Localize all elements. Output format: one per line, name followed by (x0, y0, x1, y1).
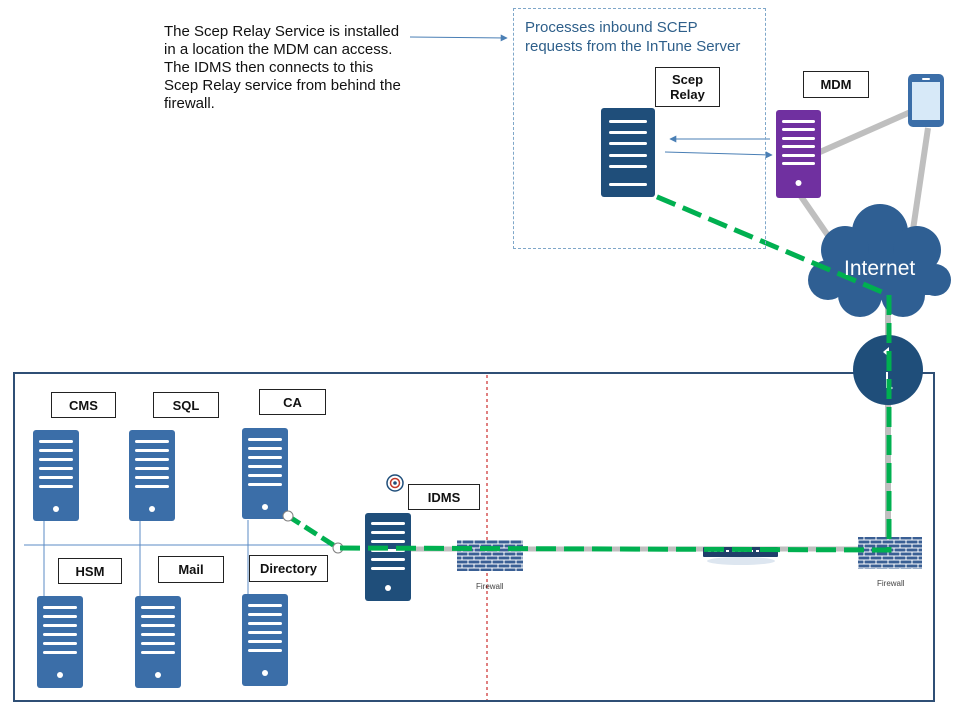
mail-server-icon (135, 596, 181, 688)
scep-relay-label-line-2: Relay (670, 87, 705, 102)
cms-server-icon (33, 430, 79, 521)
firewall-left-icon (457, 540, 523, 571)
ca-server-icon (242, 428, 288, 519)
scep-relay-label-line-1: Scep (671, 72, 704, 87)
sql-label: SQL (153, 392, 219, 418)
hsm-server-icon (37, 596, 83, 688)
hsm-label: HSM (58, 558, 122, 584)
ca-to-idms-link (282, 510, 344, 554)
firewall-left-label: Firewall (476, 582, 504, 591)
cms-label: CMS (51, 392, 116, 418)
internet-cloud-icon (808, 204, 951, 317)
sql-server-icon (129, 430, 175, 521)
arrow-scep-relay-to-mdm (664, 151, 773, 159)
ca-label: CA (259, 389, 326, 415)
description-note: The Scep Relay Service is installed in a… (164, 23, 401, 112)
internet-label: Internet (844, 257, 916, 280)
smartphone-icon (908, 74, 944, 127)
lan-bus (24, 520, 338, 596)
internal-network-frame (13, 372, 935, 702)
directory-server-icon (242, 594, 288, 686)
target-badge-icon (386, 474, 404, 492)
mdm-label: MDM (803, 71, 869, 98)
arrow-note-to-callout (409, 34, 508, 42)
firewall-right-label: Firewall (877, 579, 905, 588)
idms-server-icon (365, 513, 411, 601)
idms-label: IDMS (408, 484, 480, 510)
callout-line-1: Processes inbound SCEP (525, 19, 698, 36)
directory-label: Directory (249, 555, 328, 582)
mail-label: Mail (158, 556, 224, 583)
scep-relay-label: Scep Relay (655, 67, 720, 107)
scep-relay-server-icon (601, 108, 655, 197)
scep-relay-callout-box (513, 8, 766, 249)
firewall-right-icon (858, 537, 922, 569)
callout-line-2: requests from the InTune Server (525, 38, 741, 55)
idms-to-scep-relay-connection (339, 193, 892, 553)
mdm-server-icon (776, 110, 821, 198)
